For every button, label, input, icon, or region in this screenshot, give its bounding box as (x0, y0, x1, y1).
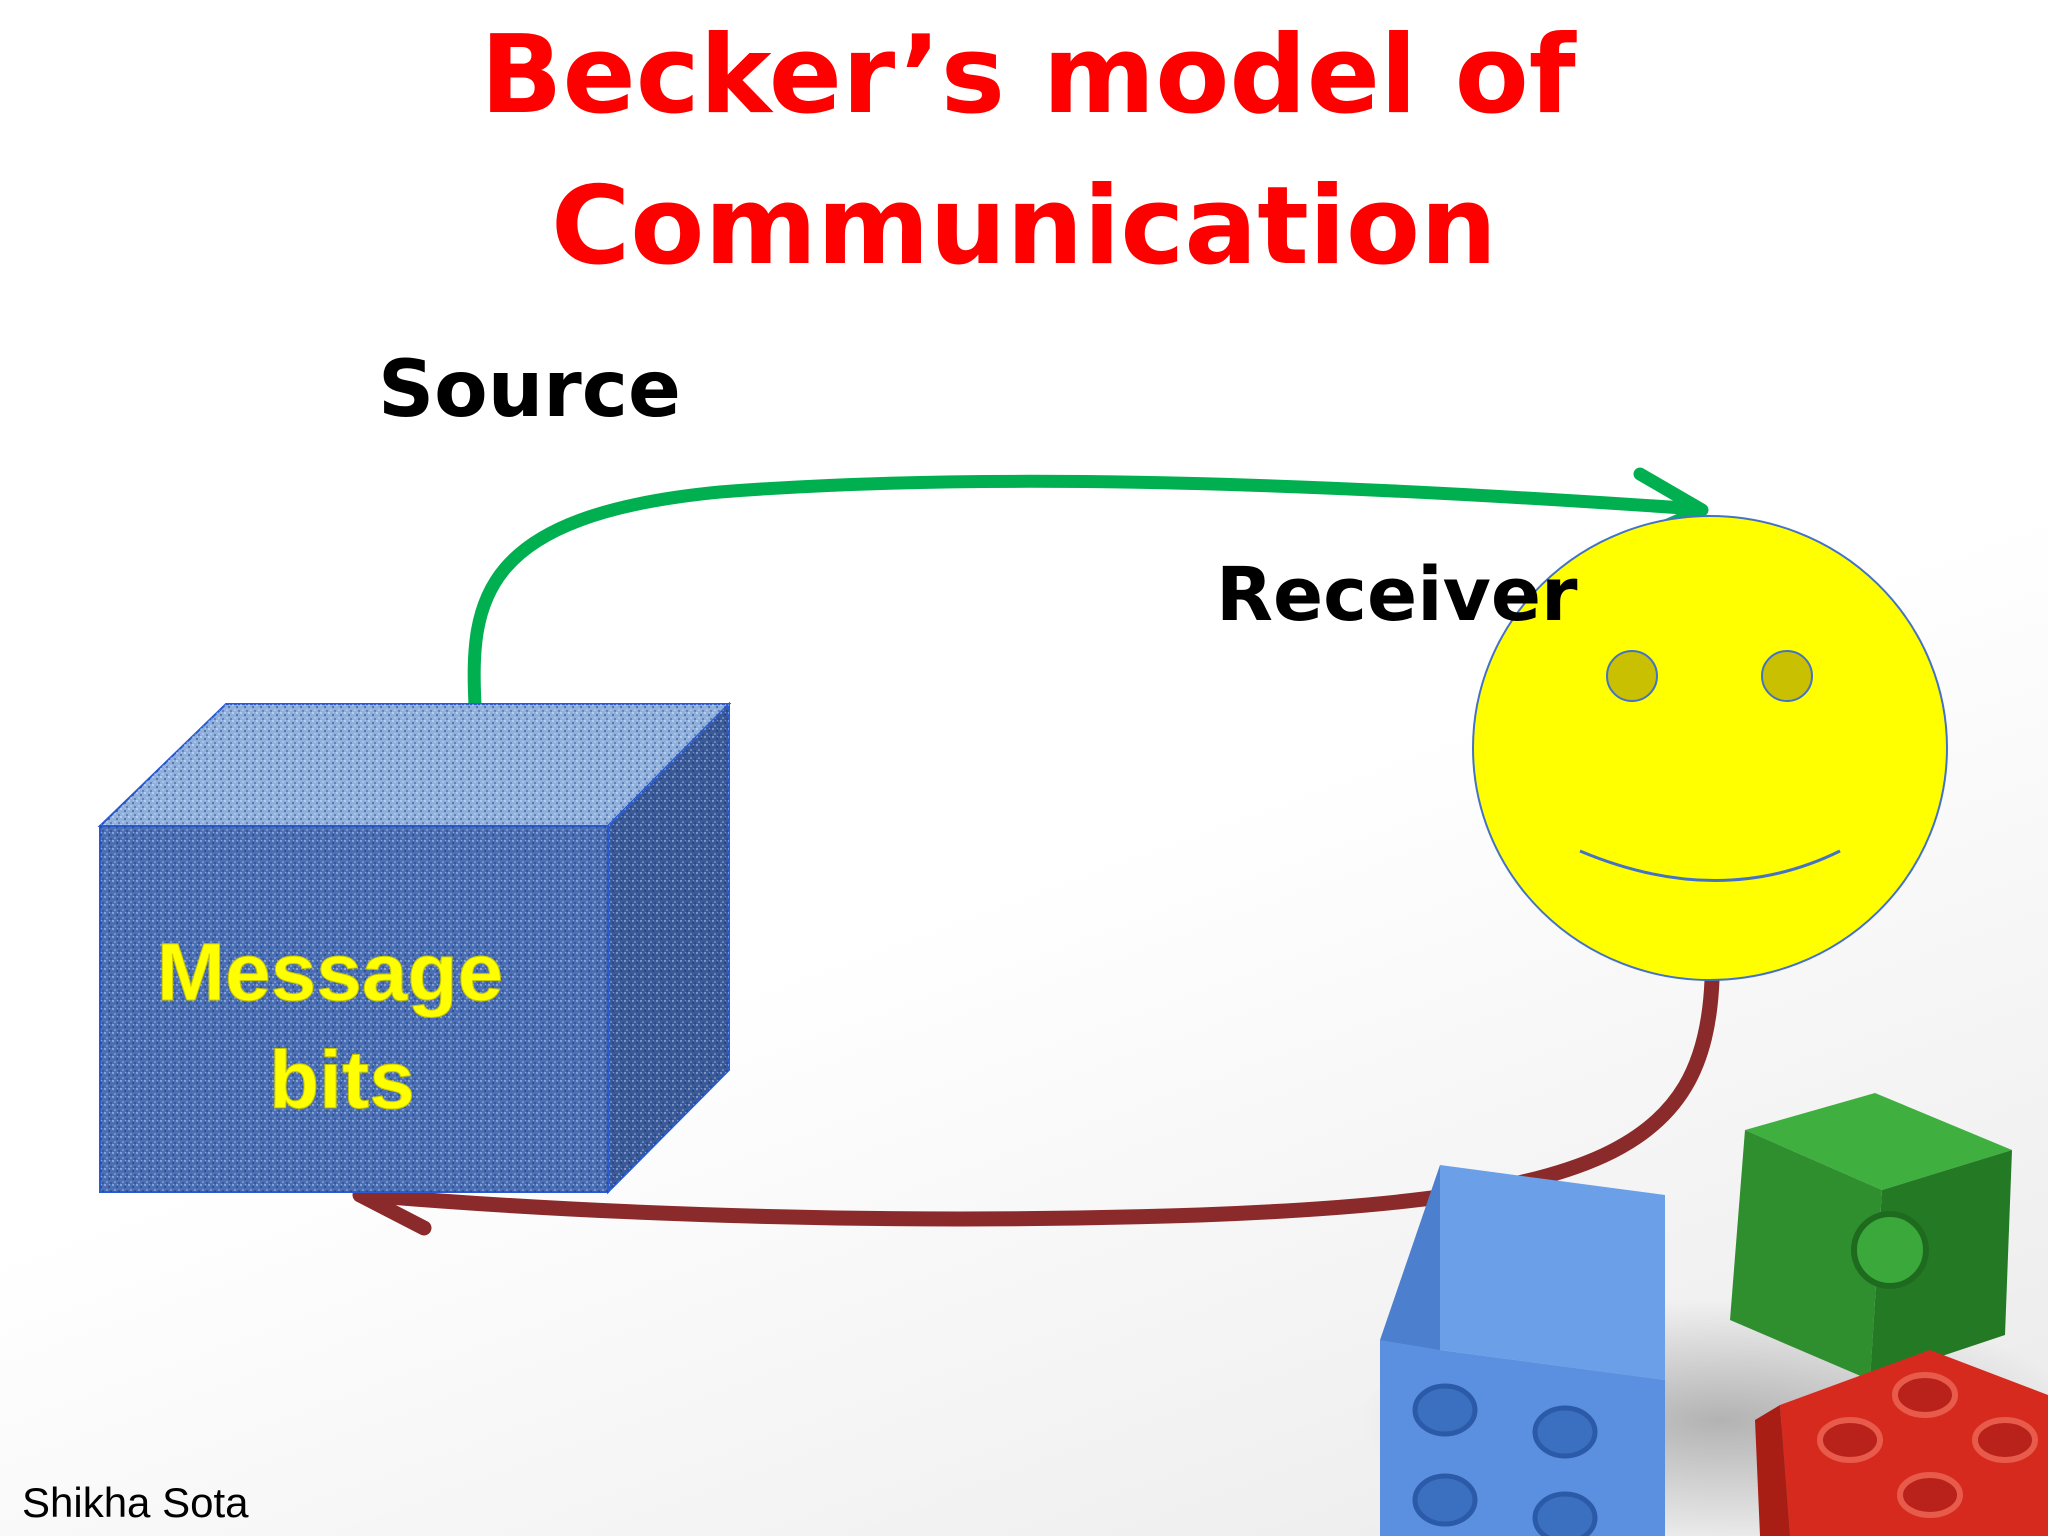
source-label: Source (378, 345, 681, 435)
author-footer: Shikha Sota (22, 1479, 249, 1526)
smiley-mouth (1579, 849, 1841, 882)
smiley-left-eye (1606, 650, 1658, 702)
smiley-face (1472, 515, 1948, 981)
red-block (1755, 1350, 2048, 1536)
title-line-1: Becker’s model of (480, 13, 1577, 138)
message-label-line-1: Message (157, 927, 503, 1018)
blue-block (1380, 1165, 1665, 1536)
title-line-2: Communication (551, 164, 1497, 289)
building-blocks-icon (1360, 1093, 2048, 1536)
receiver-smiley-icon (1472, 515, 1948, 981)
message-cube (97, 701, 732, 1195)
smiley-right-eye (1761, 650, 1813, 702)
message-label-line-2: bits (269, 1035, 415, 1126)
receiver-label: Receiver (1216, 552, 1578, 638)
